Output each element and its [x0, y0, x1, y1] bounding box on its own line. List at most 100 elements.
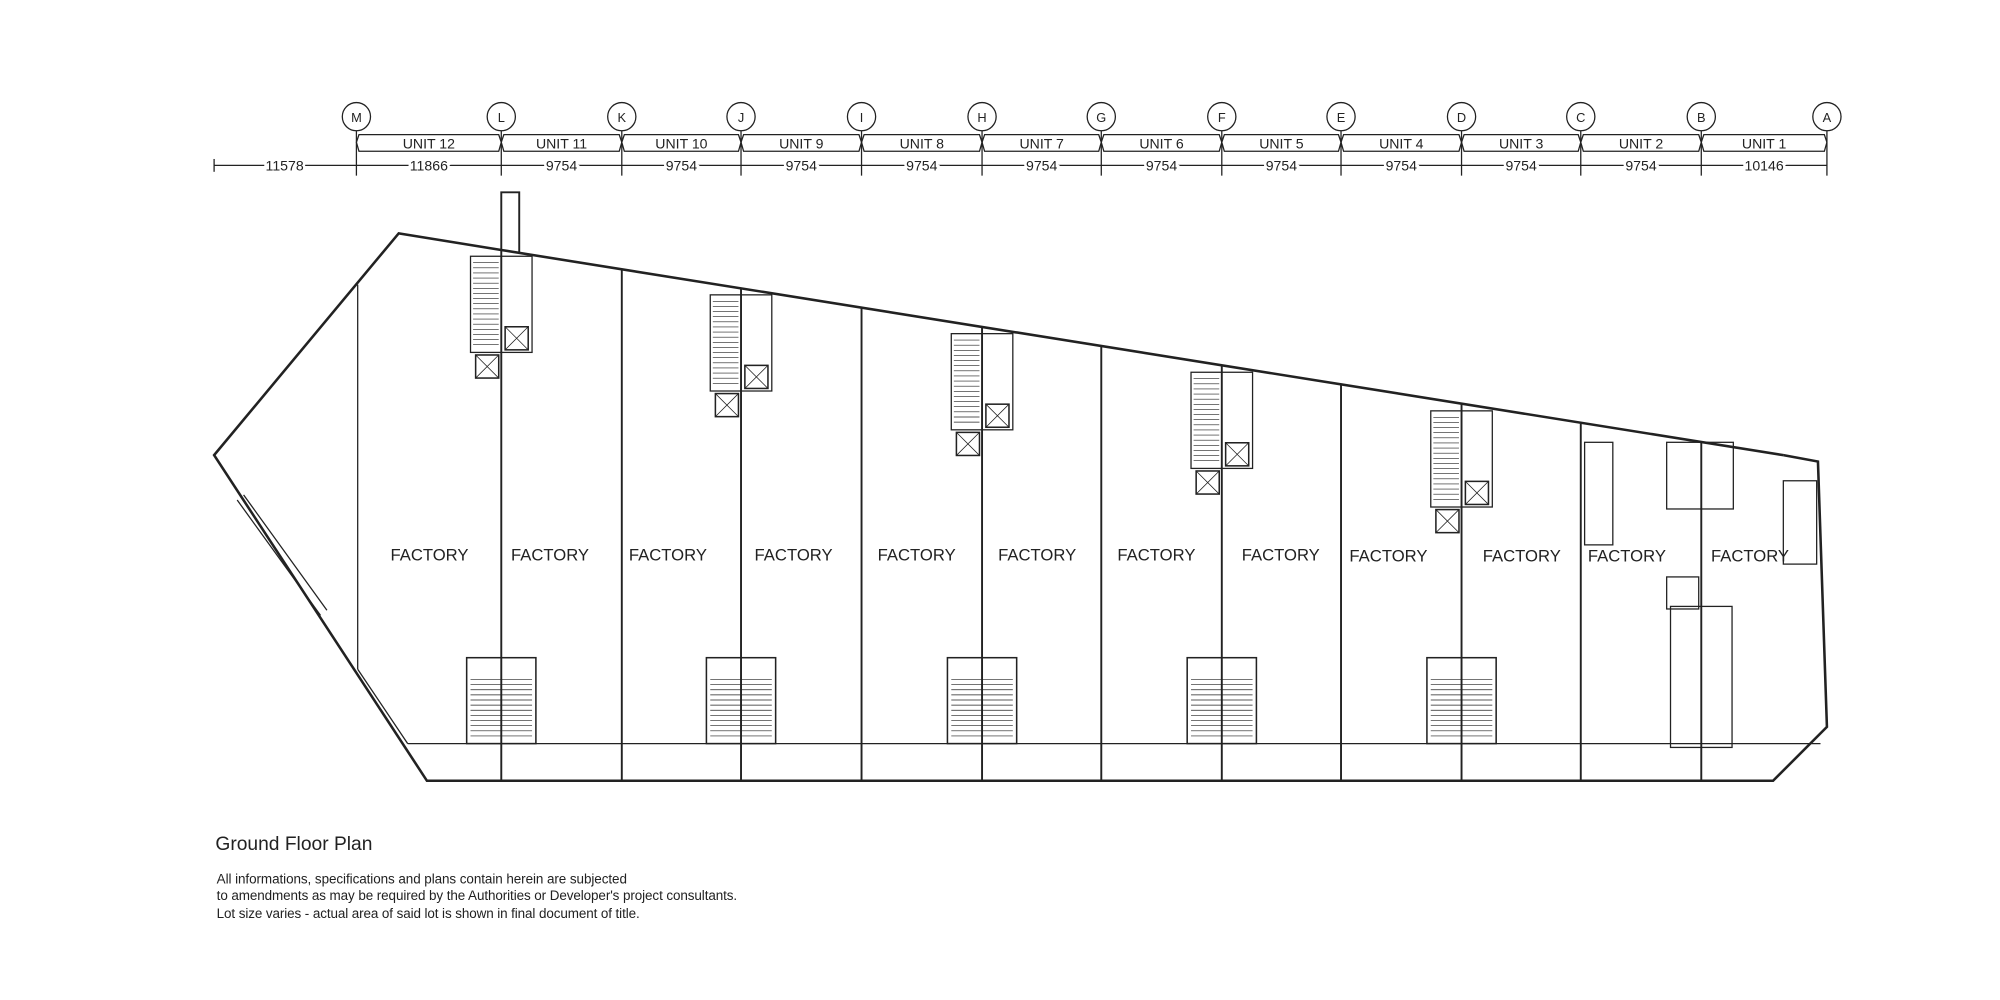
staircase	[1669, 605, 1733, 749]
lift-box	[955, 431, 981, 457]
dimension-label: 9754	[546, 158, 578, 174]
unit-dividers	[500, 249, 1703, 781]
unit-band	[1700, 133, 1828, 152]
room-label-factory: FACTORY	[998, 545, 1076, 564]
lift-box	[474, 354, 500, 379]
grid-label: I	[860, 110, 864, 125]
grid-label: A	[1823, 110, 1832, 125]
unit-label: UNIT 12	[403, 136, 455, 152]
unit-band	[740, 133, 863, 152]
room-label-factory: FACTORY	[878, 545, 956, 564]
room-label-factory: FACTORY	[755, 545, 833, 564]
dimension-label: 10146	[1745, 158, 1784, 174]
dimension-label: 9754	[906, 158, 938, 174]
grid-label: M	[351, 110, 362, 125]
grid-label: K	[618, 110, 627, 125]
staircase	[1430, 410, 1493, 508]
staircase	[1782, 480, 1818, 565]
room-label-factory: FACTORY	[511, 545, 589, 564]
unit-label: UNIT 8	[900, 136, 945, 152]
room-label-factory: FACTORY	[390, 545, 468, 564]
unit-band	[500, 133, 623, 152]
unit-label: UNIT 5	[1259, 136, 1304, 152]
unit-label: UNIT 10	[655, 136, 707, 152]
unit-band	[1460, 133, 1582, 152]
dimension-label: 11578	[266, 158, 304, 174]
unit-label: UNIT 9	[779, 136, 824, 152]
unit-label: UNIT 6	[1139, 136, 1184, 152]
staircase	[1583, 441, 1614, 546]
unit-label: UNIT 11	[536, 136, 587, 152]
staircase	[1186, 656, 1258, 745]
lift-box	[1435, 508, 1460, 534]
lift-cross	[985, 403, 1010, 428]
note-line-3: Lot size varies - actual area of said lo…	[217, 906, 640, 921]
dimension-label: 9754	[786, 158, 818, 174]
lift-cross	[504, 326, 529, 351]
unit-label: UNIT 7	[1019, 136, 1064, 152]
dimension-label: 9754	[1386, 158, 1418, 174]
lift-box	[1195, 470, 1221, 495]
room-label-factory: FACTORY	[1117, 545, 1195, 564]
lift-box	[1224, 442, 1250, 467]
dimension-label: 9754	[1266, 158, 1298, 174]
dimension-label: 9754	[1625, 158, 1657, 174]
room-label-factory: FACTORY	[1588, 547, 1666, 566]
room-label-factory: FACTORY	[629, 545, 707, 564]
unit-band	[621, 133, 742, 152]
grid-label: H	[977, 110, 986, 125]
grid-label: F	[1218, 110, 1226, 125]
staircase	[465, 656, 537, 745]
lift-box	[714, 392, 740, 418]
staircase	[705, 656, 777, 745]
staircase	[709, 294, 773, 392]
lift-cross	[715, 393, 739, 417]
staircase	[469, 255, 533, 354]
lift-box	[504, 326, 529, 351]
unit-label: UNIT 3	[1499, 136, 1544, 152]
room-label-factory: FACTORY	[1349, 547, 1427, 566]
unit-label: UNIT 2	[1619, 136, 1664, 152]
unit-band	[1100, 133, 1223, 152]
dimension-label: 9754	[1146, 158, 1178, 174]
room-labels: FACTORY FACTORY FACTORY FACTORY FACTORY FACTO…	[390, 545, 1789, 565]
dimension-label: 9754	[666, 158, 698, 174]
unit-label: UNIT 4	[1379, 136, 1424, 152]
unit-band	[355, 133, 502, 152]
unit-band	[1580, 133, 1702, 152]
unit-label: UNIT 1	[1742, 136, 1787, 152]
lift-cross	[475, 354, 499, 379]
lift-box	[985, 403, 1010, 429]
room-label-factory: FACTORY	[1483, 547, 1561, 566]
lift-box	[744, 364, 769, 390]
staircase	[950, 333, 1014, 431]
note-line-1: All informations, specifications and pla…	[217, 871, 627, 886]
staircase	[1426, 656, 1497, 745]
staircase	[946, 656, 1018, 745]
room-label-factory: FACTORY	[1242, 545, 1320, 564]
toilet-block	[1666, 441, 1734, 510]
building-outline	[212, 191, 1829, 783]
grid-label: C	[1576, 110, 1585, 125]
unit-band	[860, 133, 983, 152]
staircase	[1190, 371, 1254, 470]
room-label-factory: FACTORY	[1711, 547, 1789, 566]
lift-cross	[744, 365, 769, 389]
grid-label: J	[738, 110, 744, 125]
grid-label: E	[1337, 110, 1346, 125]
unit-band	[981, 133, 1102, 152]
dimension-label: 9754	[1026, 158, 1058, 174]
unit-band	[1340, 133, 1463, 152]
grid-label: D	[1457, 110, 1466, 125]
lift-cross	[1225, 442, 1249, 467]
stair-lift-cores	[465, 255, 1818, 749]
unit-band	[1221, 133, 1342, 152]
lift-cross	[1195, 470, 1220, 495]
dimension-label: 9754	[1505, 158, 1537, 174]
plan-title: Ground Floor Plan	[215, 834, 372, 855]
grid-label: G	[1096, 110, 1106, 125]
lift-cross	[1435, 509, 1460, 533]
note-line-2: to amendments as may be required by the …	[217, 888, 738, 903]
